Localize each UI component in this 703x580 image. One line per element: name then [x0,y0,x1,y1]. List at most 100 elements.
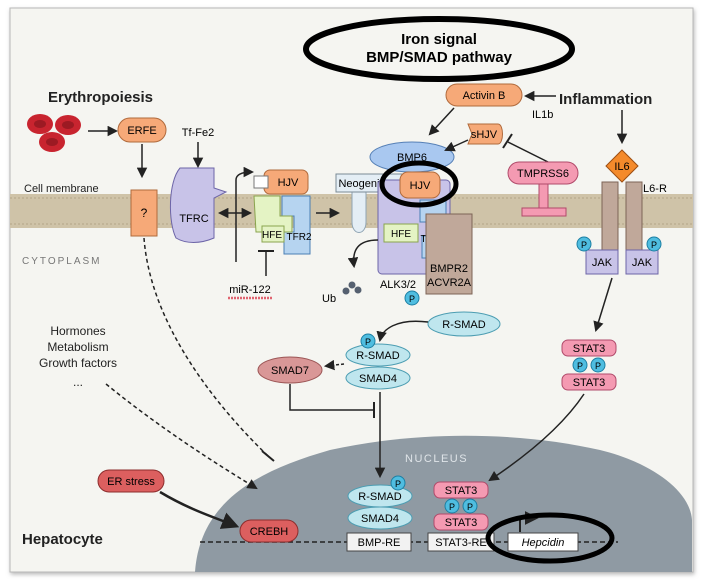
phospho-stat3-nuc-2 [462,498,478,514]
hjv-label-center: HJV [410,180,431,192]
shjv-node [467,123,503,145]
phospho-jak-left [576,236,592,252]
hjv-highlight-ellipse [379,160,459,208]
smad4-cyto-label: SMAD4 [359,373,397,385]
r-smad-cyto [345,343,411,367]
stat3-re-element [427,532,495,552]
hjv-node-center [399,171,441,199]
jak-right [625,249,659,275]
tf-fe2-label: Tf-Fe2 [182,127,214,139]
smad7-label: SMAD7 [271,365,309,377]
other-inputs-list: Hormones Metabolism Growth factors ... [39,324,117,389]
hjv-label-left: HJV [278,177,299,189]
phospho-jak-right [646,236,662,252]
ubiquitin-icon [342,281,362,295]
cytoplasm-label: CYTOPLASM [22,256,102,267]
hfe-node-left [253,195,293,233]
acvr2a-label: ACVR2A [427,277,472,289]
hepatocyte-label: Hepatocyte [22,531,103,548]
erythropoiesis-label: Erythropoiesis [48,89,153,106]
smad4-nuclear-label: SMAD4 [361,513,399,525]
title-line-2: BMP/SMAD pathway [366,49,513,66]
bmp-re-element [346,532,412,552]
il6r-label: IL6-R [640,183,667,195]
growth-factors-label: Growth factors [39,356,117,370]
tmprss6-stalk [538,183,549,211]
mir122-label: miR-122 [229,284,271,296]
svg-text:P: P [365,337,371,347]
stat3-cyto-top-label: STAT3 [573,343,606,355]
hepcidin-gene [507,532,579,552]
neogenin-receptor [351,190,367,233]
il6-label: IL6 [614,161,629,173]
stat3-nuc-top-label: STAT3 [445,485,478,497]
phospho-smad-nuclear [390,475,406,491]
svg-text:P: P [651,240,657,250]
phospho-stat3-cyto-2 [590,357,606,373]
neogenin-label: Neogenin [338,178,385,190]
inflammation-label: Inflammation [559,91,652,108]
er-stress-node [97,469,165,493]
r-smad-free [427,311,501,337]
stat3-cyto-bottom-label: STAT3 [573,377,606,389]
unknown-receptor [130,189,158,237]
tmprss6-label: TMPRSS6 [517,168,569,180]
stat3-re-label: STAT3-RE [435,537,487,549]
tfrc-label: TFRC [179,213,208,225]
tfrc-receptor [169,167,228,243]
phospho-stat3-nuc-1 [444,498,460,514]
hepcidin-label: Hepcidin [522,537,565,549]
metabolism-label: Metabolism [47,340,108,354]
stat3-nuc-bottom [433,513,489,531]
crebh-label: CREBH [250,526,289,538]
cell-membrane-label: Cell membrane [24,183,99,195]
svg-text:P: P [409,294,415,304]
il6r-left [601,181,619,253]
smad4-cyto [345,366,411,390]
erfe-node [117,117,167,143]
smad7-node [257,356,323,384]
svg-text:P: P [449,502,455,512]
stat3-nuc-top [433,481,489,499]
title-highlight-ellipse [303,16,575,82]
activin-b-label: Activin B [463,90,506,102]
bmpr2-label: BMPR2 [430,263,468,275]
nucleus-label: NUCLEUS [405,453,468,465]
il6r-right [625,181,643,253]
crebh-node [239,519,299,543]
er-stress-label: ER stress [107,476,155,488]
title-line-1: Iron signal [401,31,477,48]
bmpr2-receptor [425,213,473,295]
r-smad-free-label: R-SMAD [442,319,485,331]
hfe-label-center: HFE [391,229,411,240]
svg-text:P: P [395,479,401,489]
hepcidin-highlight-ellipse [485,512,615,564]
ub-label: Ub [322,293,336,305]
phospho-alk [404,290,420,306]
hfe-label-left: HFE [262,230,282,241]
unknown-receptor-label: ? [141,206,148,220]
phospho-stat3-cyto-1 [572,357,588,373]
ellipsis-label: ... [73,375,83,389]
svg-text:P: P [577,361,583,371]
hfe-node-center [383,223,419,243]
jak-right-label: JAK [632,257,653,269]
shjv-label: sHJV [471,129,498,141]
svg-text:P: P [595,361,601,371]
r-smad-nuclear-label: R-SMAD [358,491,401,503]
tmprss6-anchor [521,207,567,217]
red-blood-cells-icon [27,114,81,152]
stat3-cyto-bottom [561,373,617,391]
jak-left-label: JAK [592,257,613,269]
bmp-re-label: BMP-RE [358,537,401,549]
erfe-label: ERFE [127,125,156,137]
svg-text:P: P [467,502,473,512]
jak-left [585,249,619,275]
stat3-cyto-top [561,339,617,357]
hormones-label: Hormones [50,324,105,338]
phospho-smad-cyto [360,333,376,349]
stat3-nuc-bottom-label: STAT3 [445,517,478,529]
activin-b-node [445,83,523,107]
alk-label: ALK3/2 [380,279,416,291]
